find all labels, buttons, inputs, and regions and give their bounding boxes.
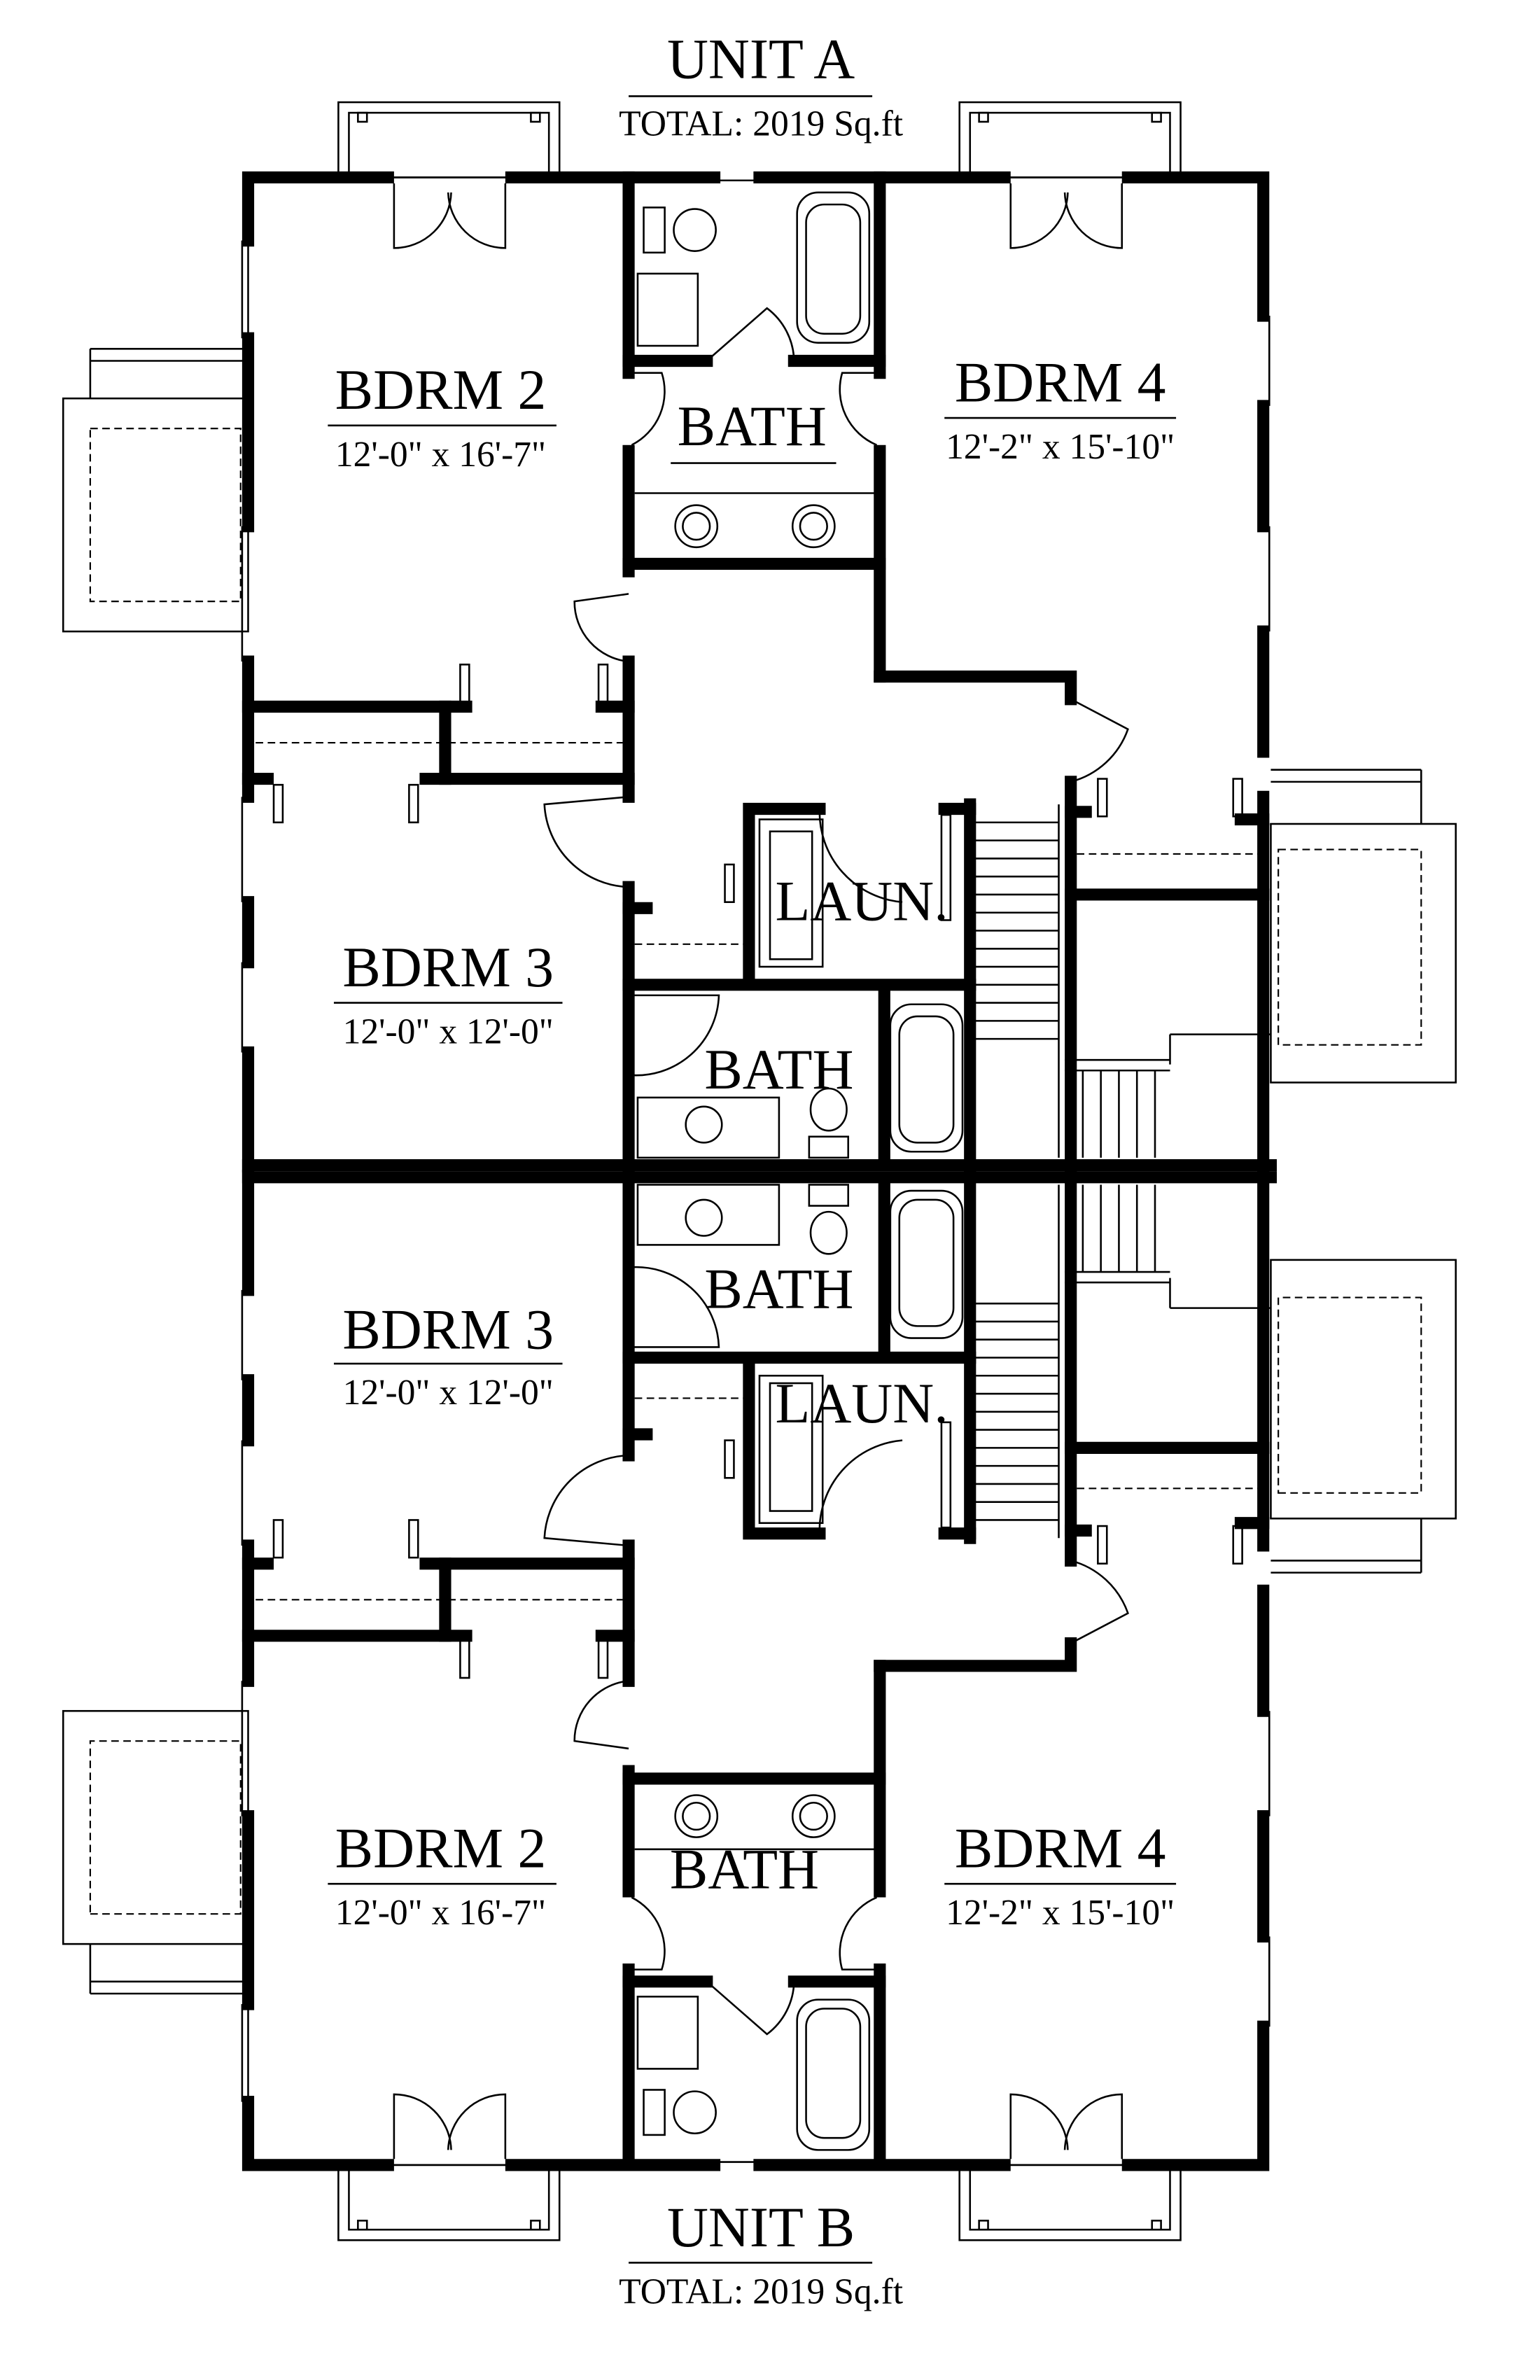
room-dims-bdrm3: 12'-0" x 12'-0" [343, 1012, 554, 1052]
unit-a-title: UNIT A [667, 27, 855, 91]
room-label-bath: BATH [704, 1037, 853, 1101]
room-label-bdrm3: BDRM 3 [342, 935, 554, 999]
room-label-bath: BATH [670, 1837, 819, 1901]
unit-a-plan [63, 102, 1455, 1167]
room-dims-bdrm2: 12'-0" x 16'-7" [335, 1893, 546, 1933]
unit-b-labels: BATH BDRM 3 12'-0" x 12'-0" LAUN. BDRM 2… [328, 1257, 1177, 2311]
room-label-laundry: LAUN. [776, 1371, 948, 1435]
room-dims-bdrm4: 12'-2" x 15'-10" [946, 1893, 1175, 1933]
unit-a-labels: UNIT A TOTAL: 2019 Sq.ft BDRM 2 12'-0" x… [328, 27, 1177, 1101]
room-label-bdrm4: BDRM 4 [955, 350, 1166, 414]
unit-a-total: TOTAL: 2019 Sq.ft [619, 104, 904, 144]
unit-b-plan [63, 1176, 1455, 2241]
room-label-bath: BATH [704, 1257, 853, 1321]
room-dims-bdrm3: 12'-0" x 12'-0" [343, 1373, 554, 1413]
room-label-bdrm3: BDRM 3 [342, 1298, 554, 1362]
room-label-laundry: LAUN. [776, 869, 948, 932]
room-label-bdrm2: BDRM 2 [335, 1816, 547, 1880]
unit-b-title: UNIT B [667, 2195, 855, 2259]
unit-b-total: TOTAL: 2019 Sq.ft [619, 2272, 904, 2311]
room-dims-bdrm2: 12'-0" x 16'-7" [335, 435, 546, 475]
room-label-bath: BATH [678, 394, 827, 458]
room-label-bdrm2: BDRM 2 [335, 358, 547, 421]
room-label-bdrm4: BDRM 4 [955, 1816, 1166, 1880]
room-dims-bdrm4: 12'-2" x 15'-10" [946, 427, 1175, 467]
